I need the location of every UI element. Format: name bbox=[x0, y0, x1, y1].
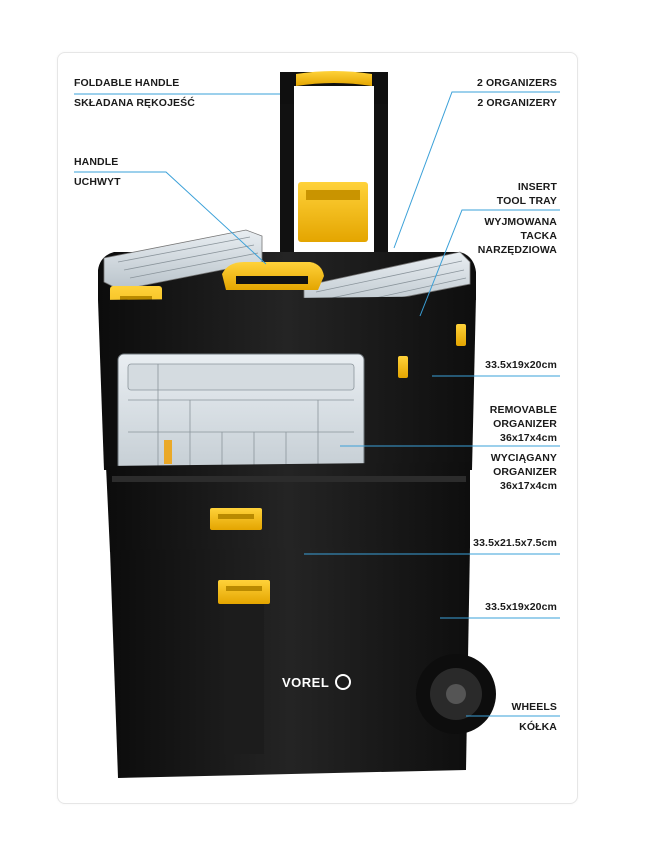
foldable-handle bbox=[280, 71, 388, 262]
label-wheels-en: WHEELS bbox=[511, 701, 557, 713]
label-organizers-pl: 2 ORGANIZERY bbox=[477, 97, 557, 109]
label-removable-en-1: REMOVABLE bbox=[489, 404, 557, 416]
label-insert-en-1: INSERT bbox=[517, 181, 557, 193]
label-insert-pl-2: TACKA bbox=[520, 230, 557, 242]
bottom-box bbox=[110, 546, 470, 778]
label-insert-pl-1: WYJMOWANA bbox=[484, 216, 557, 228]
label-foldable-handle-pl: SKŁADANA RĘKOJEŚĆ bbox=[74, 97, 195, 109]
vorel-logo: VOREL bbox=[282, 674, 352, 690]
middle-drawer bbox=[106, 462, 470, 552]
label-removable-en-2: ORGANIZER bbox=[493, 418, 557, 430]
label-top-dim: 33.5x19x20cm bbox=[485, 359, 557, 371]
label-removable-en-dim: 36x17x4cm bbox=[500, 432, 557, 444]
label-insert-pl-3: NARZĘDZIOWA bbox=[477, 244, 557, 256]
label-handle-en: HANDLE bbox=[74, 156, 119, 168]
label-wheels-pl: KÓŁKA bbox=[519, 721, 557, 733]
label-organizers-en: 2 ORGANIZERS bbox=[477, 77, 557, 89]
label-middle-dim: 33.5x21.5x7.5cm bbox=[473, 537, 557, 549]
label-removable-pl-1: WYCIĄGANY bbox=[490, 452, 557, 464]
label-handle-pl: UCHWYT bbox=[74, 176, 121, 188]
label-removable-pl-2: ORGANIZER bbox=[493, 466, 557, 478]
label-insert-en-2: TOOL TRAY bbox=[496, 195, 557, 207]
label-removable-pl-dim: 36x17x4cm bbox=[500, 480, 557, 492]
logo-text: VOREL bbox=[282, 675, 330, 690]
leader-lines bbox=[74, 91, 560, 717]
logo-mark-icon bbox=[335, 674, 352, 690]
label-bottom-dim: 33.5x19x20cm bbox=[485, 601, 557, 613]
wheel bbox=[416, 654, 496, 734]
label-foldable-handle-en: FOLDABLE HANDLE bbox=[74, 77, 180, 89]
